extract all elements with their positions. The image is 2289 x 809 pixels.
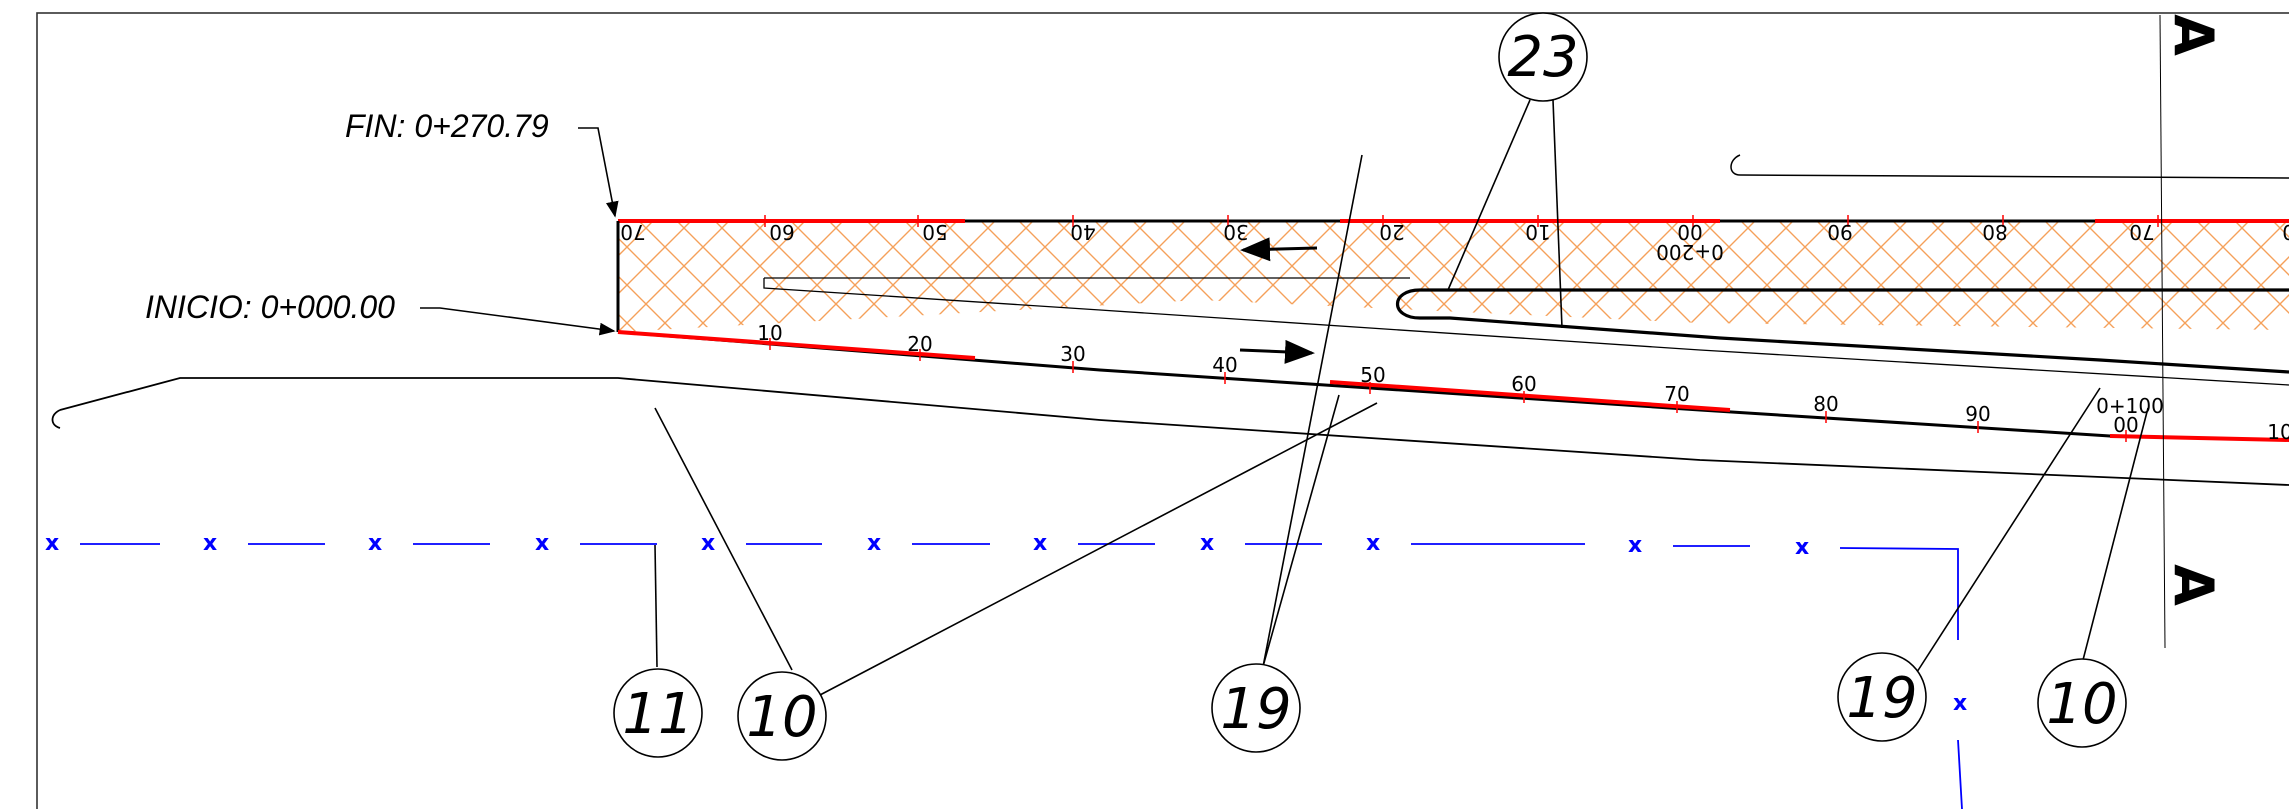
fence-mark: x — [867, 531, 881, 556]
station-label: 30 — [1060, 342, 1085, 366]
callout-19-left: 19 — [1211, 663, 1301, 753]
fence-mark: x — [1033, 531, 1047, 556]
station-label: 0+200 — [1656, 240, 1724, 264]
station-label: 10 — [757, 321, 782, 345]
fence-mark: x — [701, 531, 715, 556]
callout-11: 11 — [613, 668, 703, 758]
callout-number: 19 — [1846, 666, 1917, 731]
section-letter-bottom: A — [2162, 564, 2225, 606]
island-outline — [763, 277, 2289, 386]
station-label: 30 — [1223, 220, 1248, 244]
station-label: 90 — [1827, 220, 1852, 244]
callout-19-right: 19 — [1837, 652, 1927, 742]
station-label: 10 — [2267, 420, 2289, 444]
station-label: 80 — [1982, 220, 2007, 244]
callout-number: 23 — [1507, 25, 1578, 90]
station-label: 70 — [1664, 382, 1689, 406]
station-label: 0+100 — [2096, 394, 2164, 418]
fin-label: FIN: 0+270.79 — [345, 108, 549, 144]
callout-23: 23 — [1498, 12, 1588, 102]
callout-number: 11 — [622, 682, 693, 747]
inner-curb — [1395, 288, 2289, 374]
callout-10-right: 10 — [2037, 658, 2127, 748]
fin-leader — [578, 127, 619, 218]
direction-arrow-lower — [1239, 339, 1315, 364]
fence-mark: x — [45, 531, 59, 556]
lower-alignment — [617, 330, 2289, 442]
fence-mark: x — [1200, 531, 1214, 556]
station-label: 60 — [2282, 220, 2289, 244]
callout-number: 19 — [1220, 677, 1291, 742]
lower-station-labels: 10 20 30 40 50 60 70 80 90 0+100 00 10 — [757, 321, 2289, 444]
station-label: 40 — [1070, 220, 1095, 244]
fence-mark: x — [1953, 691, 1967, 716]
station-label: 60 — [1511, 372, 1536, 396]
section-letter-top: A — [2162, 14, 2225, 56]
station-label: 50 — [1360, 363, 1385, 387]
top-right-edge — [1730, 154, 2289, 179]
fence-line: x x x x x x x x x x x x — [45, 531, 1967, 809]
station-label: 70 — [2129, 220, 2154, 244]
drawing-frame — [36, 12, 2289, 809]
station-label: 20 — [1379, 220, 1404, 244]
station-label: 00 — [1677, 220, 1702, 244]
callout-leaders — [654, 99, 2149, 696]
station-label: 10 — [1525, 220, 1550, 244]
station-label: 40 — [1212, 353, 1237, 377]
fence-mark: x — [1366, 531, 1380, 556]
callout-number: 10 — [746, 685, 817, 750]
callout-10-left: 10 — [737, 671, 827, 761]
station-label: 60 — [769, 220, 794, 244]
fence-mark: x — [535, 531, 549, 556]
direction-arrow-upper — [1240, 237, 1318, 262]
fence-mark: x — [1795, 535, 1809, 560]
station-label: 90 — [1965, 402, 1990, 426]
station-label: 50 — [922, 220, 947, 244]
station-label: 80 — [1813, 392, 1838, 416]
station-label: 70 — [620, 220, 645, 244]
fence-mark: x — [368, 531, 382, 556]
callout-number: 10 — [2046, 672, 2117, 737]
station-label: 20 — [907, 332, 932, 356]
inicio-leader — [420, 307, 616, 336]
fence-mark: x — [1628, 533, 1642, 558]
inicio-label: INICIO: 0+000.00 — [145, 289, 395, 325]
upper-station-labels: 70 60 50 40 30 20 10 00 0+200 90 80 70 6… — [620, 215, 2289, 264]
station-label: 00 — [2113, 413, 2138, 437]
fence-mark: x — [203, 531, 217, 556]
outer-road-edge — [51, 377, 2289, 486]
section-line — [2159, 14, 2166, 649]
